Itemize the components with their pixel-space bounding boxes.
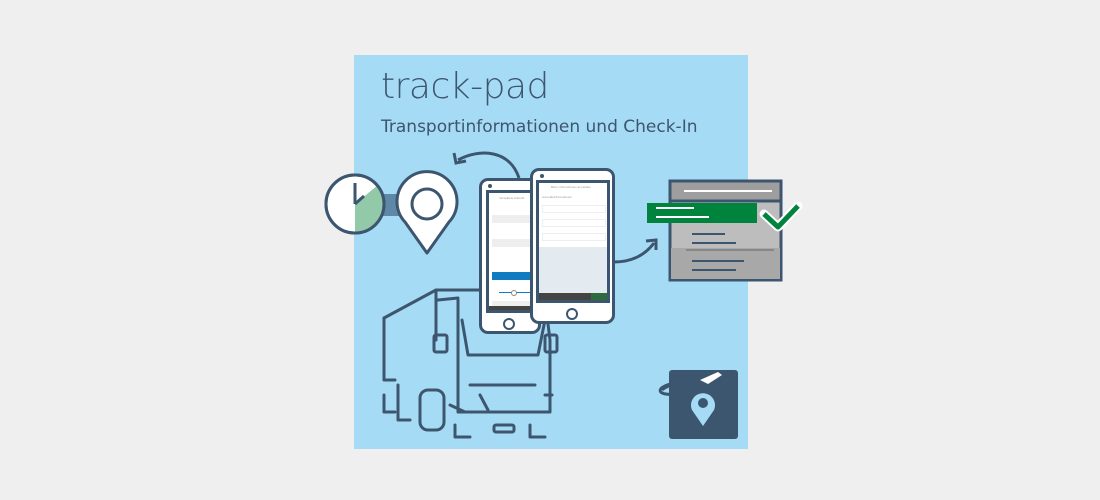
document-list-icon xyxy=(647,179,783,282)
field-load[interactable] xyxy=(542,219,606,227)
home-button[interactable] xyxy=(566,308,578,320)
home-button[interactable] xyxy=(503,318,515,330)
truck-icon xyxy=(382,288,559,439)
section-title: Anmeldeinformationen xyxy=(542,195,573,199)
option-button-selected[interactable] xyxy=(492,272,544,280)
field-phone[interactable] xyxy=(542,233,606,241)
option-button[interactable] xyxy=(492,239,544,247)
checkmark-icon xyxy=(759,201,803,232)
smartphone-right: Beim Unternehmen anmelden Anmeldeinforma… xyxy=(530,168,615,324)
option-button[interactable] xyxy=(492,215,544,223)
app-logo-icon xyxy=(658,370,738,439)
submit-button[interactable] xyxy=(591,293,607,300)
page-title: track-pad xyxy=(381,66,549,107)
slider[interactable] xyxy=(499,292,539,293)
screen-header: Beim Unternehmen anmelden xyxy=(551,185,591,189)
curved-arrow-icon xyxy=(613,238,658,264)
screen-header: Verspätete Ankunft xyxy=(499,196,525,200)
screen-footer xyxy=(539,293,607,300)
page-subtitle: Transportinformationen und Check-In xyxy=(381,117,698,137)
phone-screen-right: Beim Unternehmen anmelden Anmeldeinforma… xyxy=(536,180,610,303)
clock-icon xyxy=(324,173,386,235)
field-plate[interactable] xyxy=(542,205,606,213)
submit-button[interactable] xyxy=(492,301,544,308)
map-pin-icon xyxy=(395,170,459,255)
screen-footer xyxy=(489,306,544,310)
curved-arrow-icon xyxy=(452,151,521,179)
